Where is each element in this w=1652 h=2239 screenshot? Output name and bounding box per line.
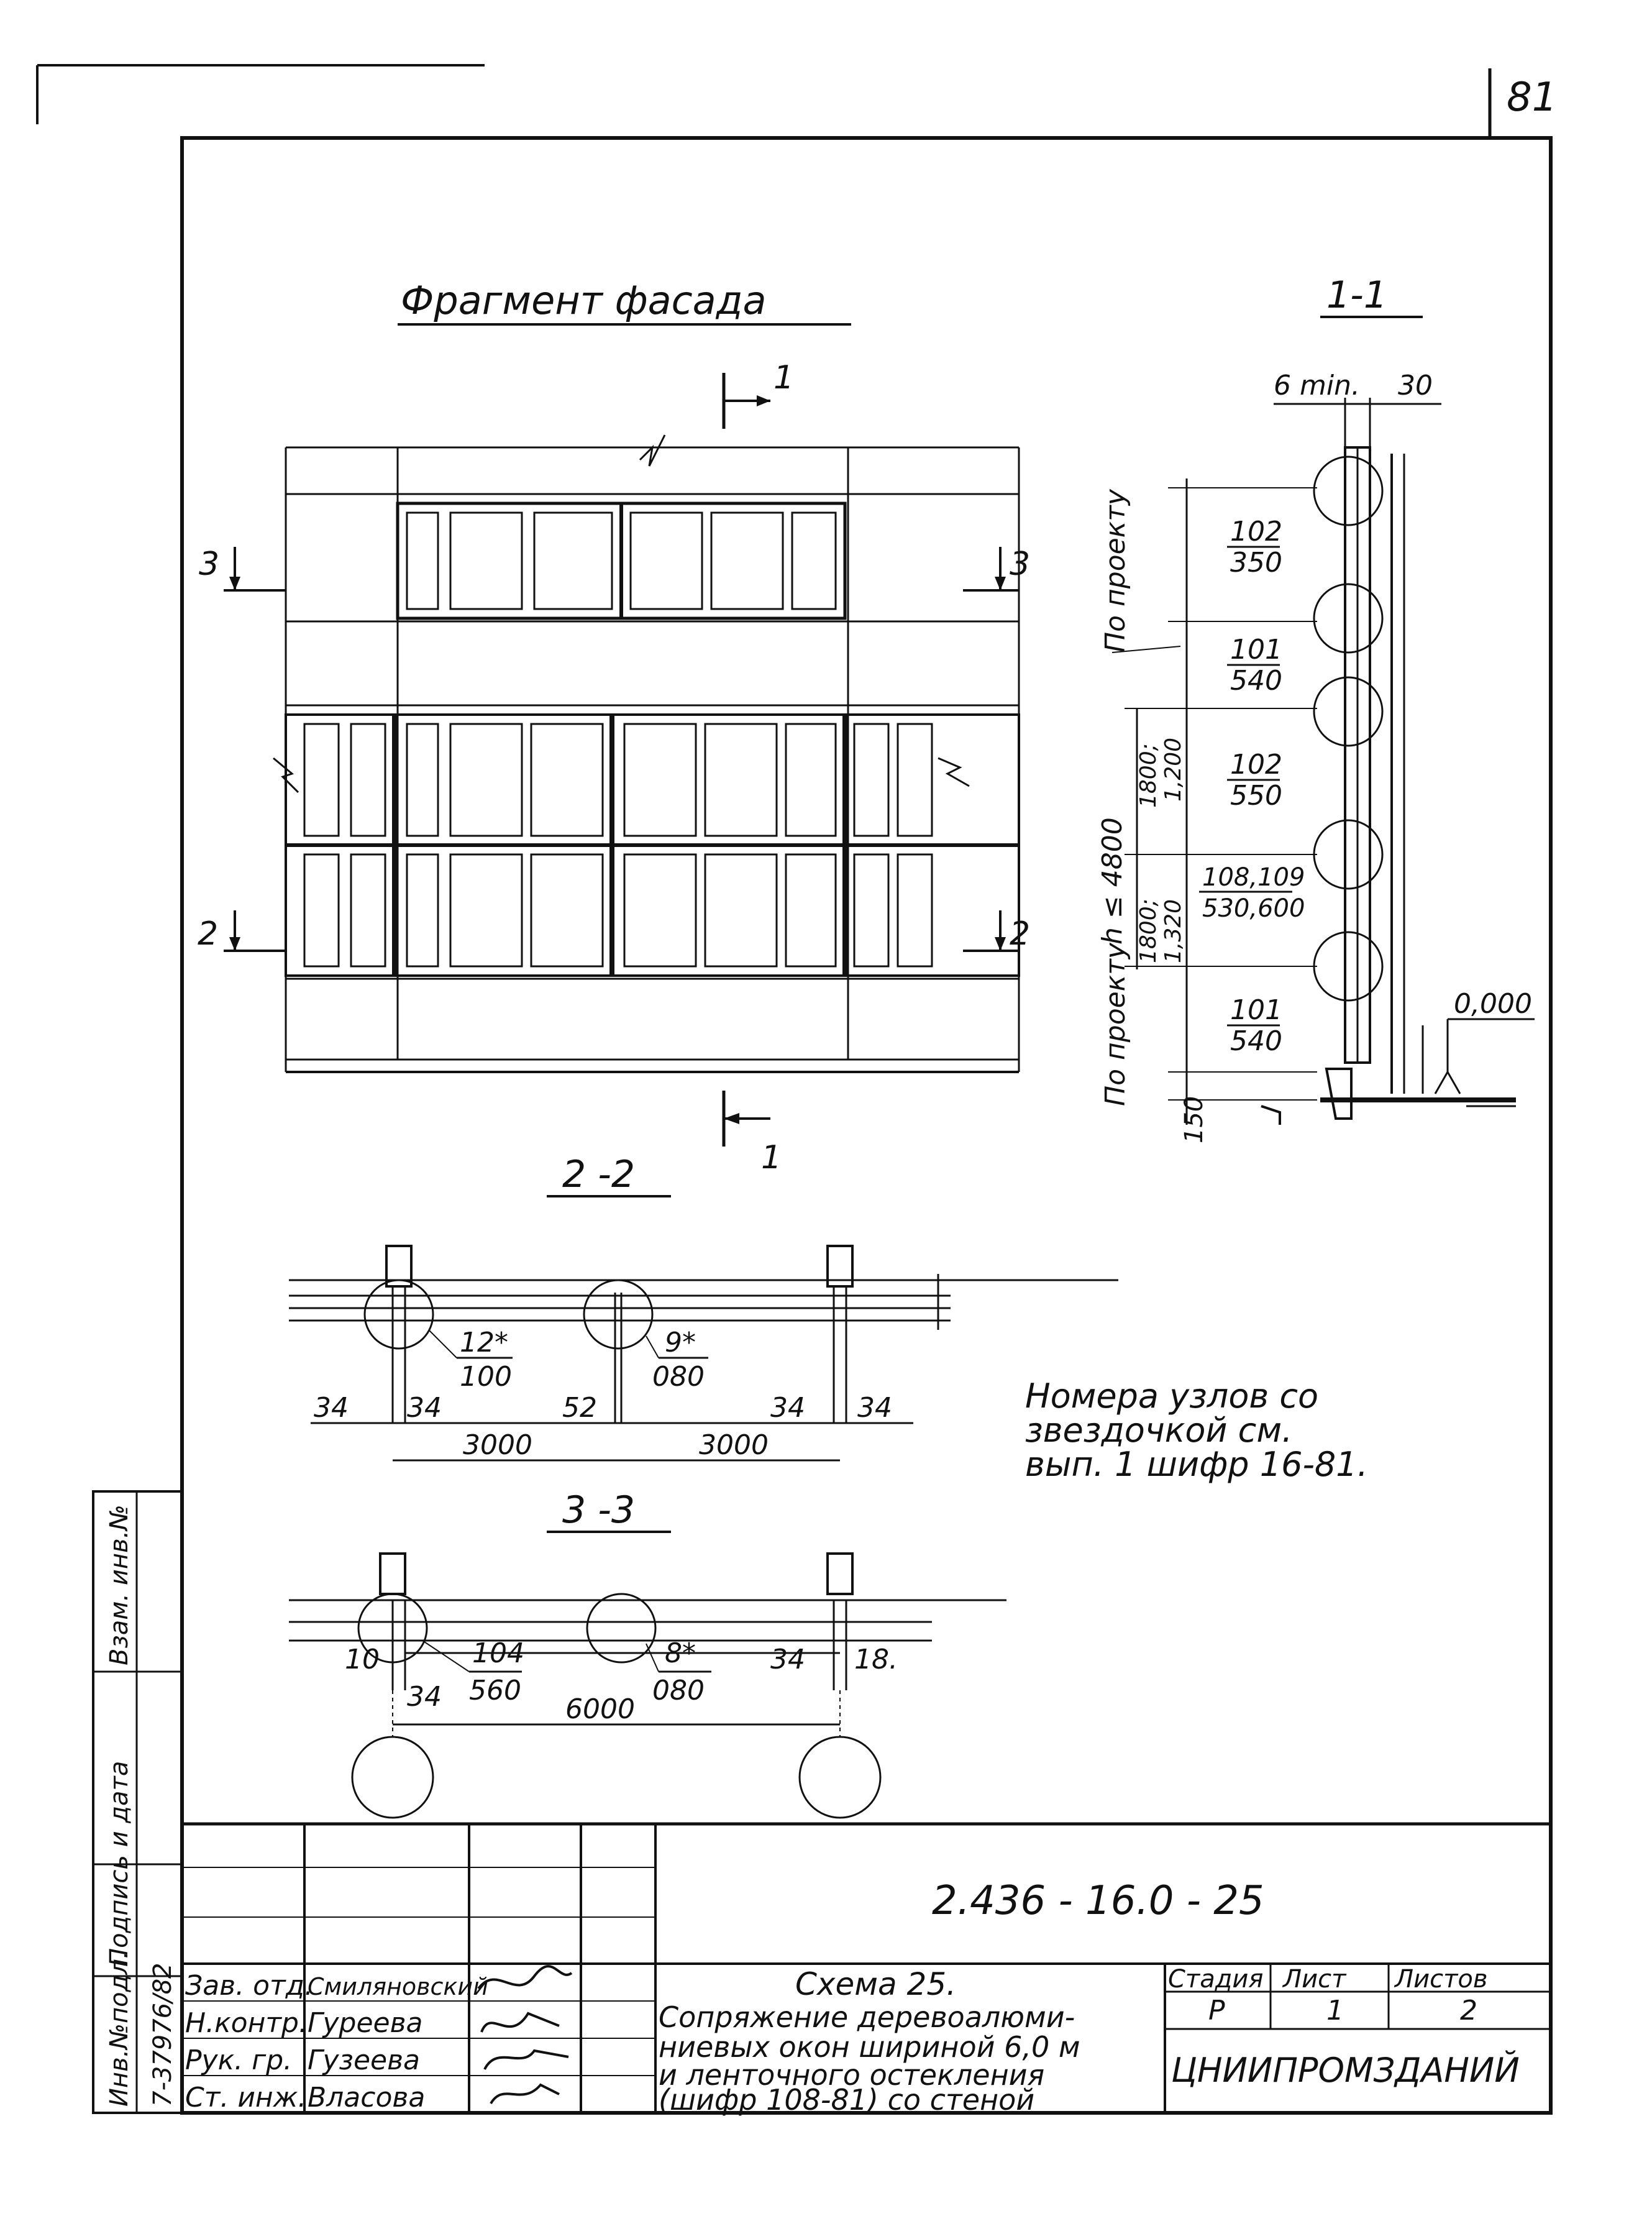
height-label: h ≤ 4800 [1097,817,1128,945]
cut-3-left-label: 3 [199,546,219,583]
svg-text:540: 540 [1230,665,1282,697]
dim-label: 34 [407,1392,442,1424]
sheet-label: Лист [1282,1965,1347,1994]
person-name: Гузеева [308,2044,420,2076]
sheet-title-line: и ленточного остекления [659,2058,1044,2092]
h-bot-b: 1,320 [1161,899,1186,963]
sheet-title-line: (шифр 108-81) со стеной [659,2083,1034,2117]
svg-text:550: 550 [1230,780,1282,812]
cut-1-top-label: 1 [774,359,794,396]
dim-label: 34 [407,1681,442,1713]
stage-value: Р [1208,1995,1225,2026]
sheet-title-line: Сопряжение деревоалюми- [659,2000,1075,2034]
svg-text:101: 101 [1230,634,1282,666]
node-label: 12* [460,1327,508,1358]
svg-text:350: 350 [1230,547,1282,579]
role-label: Ст. инж. [185,2082,306,2113]
project-label-bottom: По проекту [1100,942,1131,1106]
role-label: Рук. гр. [185,2044,292,2076]
node-label: 108,109 530,600 [1199,863,1305,923]
section-3-3: 3 -3 104 560 8* 080 10 34 34 18. 6000 [289,1488,1006,1819]
note-line-2: звездочкой см. [1025,1411,1292,1450]
sheet-title-line: ниевых окон шириной 6,0 м [659,2030,1080,2064]
sheets-label: Листов [1394,1965,1487,1994]
node-label: 080 [652,1361,705,1393]
node-label: 102 350 [1227,516,1282,579]
node-label: 9* [665,1327,696,1358]
svg-text:101: 101 [1230,994,1282,1026]
node-label: 8* [665,1637,696,1669]
dim-label: 34 [770,1644,805,1675]
dim-label: 34 [314,1392,349,1424]
section-2-2-title: 2 -2 [562,1153,635,1196]
h-top-b: 1,200 [1161,738,1186,802]
h-top-a: 1800; [1136,743,1161,808]
cut-1-bottom-label: 1 [761,1139,782,1176]
sheet-number: 81 [1507,75,1557,121]
dim-label: 18. [854,1644,898,1675]
span-label: 6000 [565,1693,635,1725]
facade-title: Фрагмент фасада [401,278,767,323]
project-label-top: По проекту [1100,488,1131,652]
svg-text:102: 102 [1230,516,1282,547]
node-label: 560 [469,1675,521,1706]
sheet-frame [36,64,1553,2115]
svg-text:530,600: 530,600 [1202,894,1305,923]
dim-150: 150 [1180,1096,1208,1143]
sheet-title-line: Схема 25. [795,1966,956,2002]
cut-3-right-label: 3 [1010,546,1030,583]
node-label: 080 [652,1675,705,1706]
dim-label: 34 [770,1392,805,1424]
signature [477,1965,573,2105]
organization-name: ЦНИИПРОМЗДАНИЙ [1171,2051,1520,2090]
note-line-1: Номера узлов со [1025,1376,1318,1416]
note-line-3: вып. 1 шифр 16-81. [1025,1445,1368,1484]
svg-text:102: 102 [1230,749,1282,781]
dim-label: 52 [562,1392,597,1424]
stage-label: Стадия [1168,1965,1263,1994]
svg-text:540: 540 [1230,1025,1282,1057]
svg-text:108,109: 108,109 [1202,863,1305,892]
stamp-inv-label: Инв.№подл. [105,1951,134,2107]
stamp-signature-label: Подпись и дата [105,1761,134,1967]
node-label: 104 [472,1637,524,1669]
h-bot-a: 1800; [1136,899,1161,963]
stamp-replace-label: Взам. инв.№ [105,1504,134,1665]
span-label: 3000 [699,1429,769,1461]
cut-2-right-label: 2 [1010,915,1030,953]
facade-view: Фрагмент фасада [198,278,1030,1176]
note: Номера узлов со звездочкой см. вып. 1 ши… [1025,1376,1368,1484]
dim-label: 10 [345,1644,380,1675]
section-2-2: 2 -2 12* 100 9* 080 34 34 52 34 34 3000 [289,1153,1118,1462]
top-dim-30: 30 [1398,370,1433,401]
role-label: Н.контр. [185,2007,308,2039]
person-name: Гуреева [308,2007,423,2039]
document-code: 2.436 - 16.0 - 25 [932,1878,1264,1924]
node-label: 100 [460,1361,512,1393]
title-block: 2.436 - 16.0 - 25 Зав. отд. Н.контр. Рук… [182,1822,1551,2117]
section-1-1: 1-1 6 min. 30 По проекту [1097,273,1535,1143]
top-dim-min: 6 min. [1274,370,1360,401]
person-name: Смиляновский [308,1973,488,2000]
sheets-value: 2 [1460,1995,1477,2026]
side-stamp: Инв.№подл. Подпись и дата Взам. инв.№ 7-… [92,1490,183,2114]
section-1-1-title: 1-1 [1326,273,1387,317]
cut-2-left-label: 2 [198,915,218,953]
section-3-3-title: 3 -3 [562,1488,635,1532]
stamp-inv-value: 7-37976/82 [148,1962,177,2107]
role-label: Зав. отд. [185,1970,313,2002]
dim-label: 34 [857,1392,892,1424]
node-label: 101 540 [1227,634,1282,697]
level-mark: 0,000 [1454,988,1532,1020]
person-name: Власова [308,2082,425,2113]
sheet-value: 1 [1326,1995,1344,2026]
span-label: 3000 [463,1429,532,1461]
node-label: 101 540 [1227,994,1282,1057]
node-label: 102 550 [1227,749,1282,812]
